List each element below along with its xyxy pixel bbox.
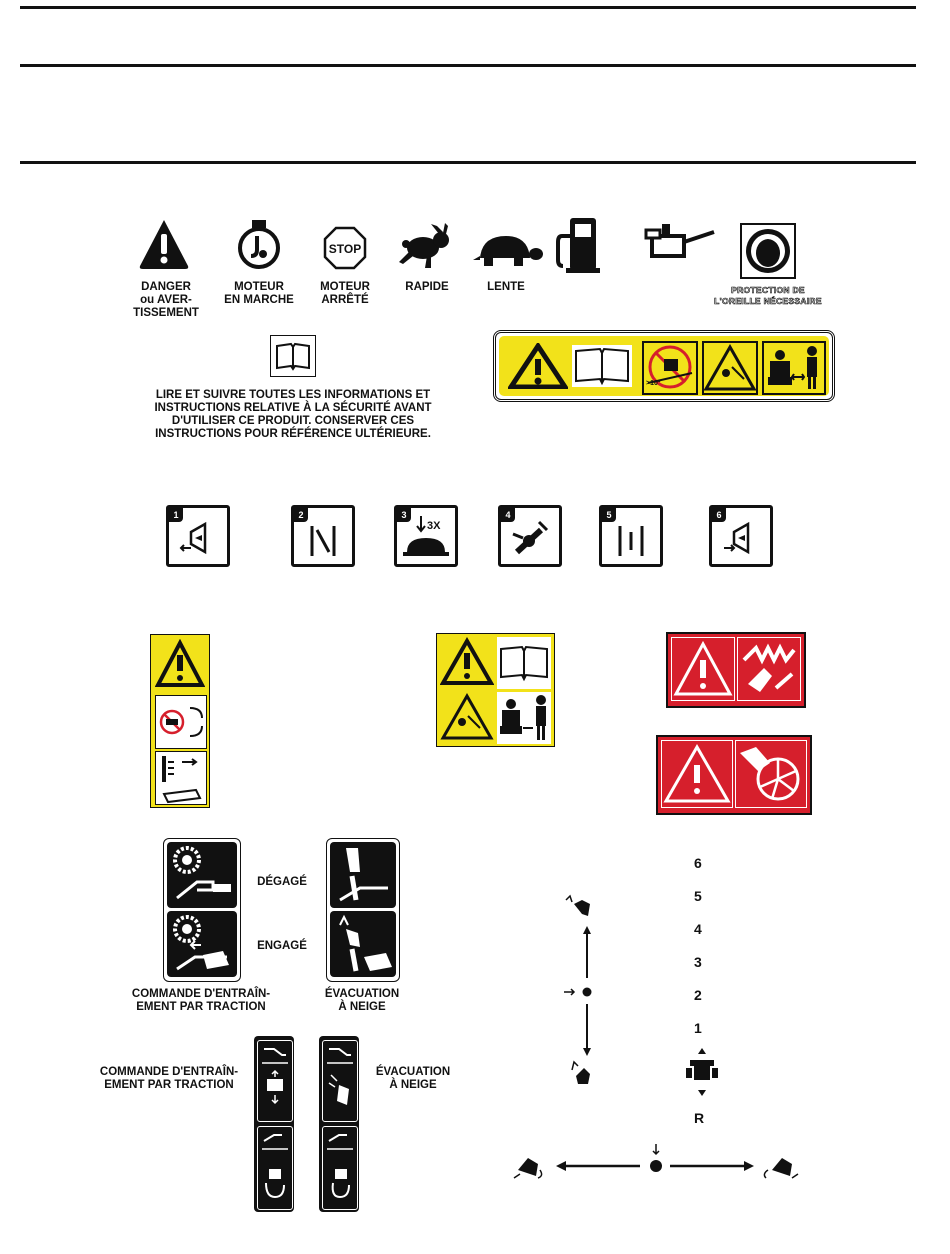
svg-text:STOP: STOP [329,242,361,256]
traction-label: COMMANDE D'ENTRAÎN- EMENT PAR TRACTION [131,988,271,1013]
step-number: 1 [169,508,183,522]
impeller-danger-decal [656,735,812,815]
speed-3: 3 [694,954,702,970]
rabbit-icon [397,222,455,270]
section-rule [20,161,916,164]
start-step-2: 2 [291,505,355,567]
auger-hand-icon [737,637,801,701]
warning-triangle-icon [440,637,494,689]
chute-down-icon [576,1068,590,1084]
fast-label: RAPIDE [405,281,449,293]
vertical-warning-decal [150,634,210,808]
speed-4: 4 [694,921,702,937]
discharge-strip-bottom [322,1126,358,1210]
center-dot [582,987,592,997]
start-step-5: 5 [599,505,663,567]
chute-rotation-diagram [510,1140,800,1184]
traction-strip-decal [254,1036,294,1212]
auger-danger-decal [666,632,806,708]
discharge-disengaged-panel [330,842,396,908]
read-manual-icon [497,637,551,689]
impeller-hand-icon [735,740,807,808]
fuel-pump-icon [554,216,602,274]
disengaged-label: DÉGAGÉ [257,876,307,888]
clearing-tool-icon [155,751,207,805]
manual-notice: LIRE ET SUIVRE TOUTES LES INFORMATIONS E… [154,389,432,440]
start-step-1: 1 [166,505,230,567]
start-step-6: 6 [709,505,773,567]
slope-label: >10° [646,380,661,387]
warning-triangle-icon [661,740,733,808]
speed-1: 1 [694,1020,702,1036]
machine-direction-icon [684,1046,720,1098]
middle-rule [20,64,916,67]
grid-warning-decal [436,633,555,747]
read-manual-icon [572,345,632,387]
warning-triangle-icon [671,637,735,701]
speed-6: 6 [694,855,702,871]
disengaged-panel [167,842,237,908]
start-step-4: 4 [498,505,562,567]
step-number: 5 [602,508,616,522]
engine-on-icon [235,218,283,270]
engaged-panel [167,911,237,977]
ear-protection-icon [740,223,796,279]
discharge-strip-top [322,1040,358,1122]
turtle-icon [472,232,544,270]
step-number: 3 [397,508,411,522]
press-count: 3X [427,520,441,532]
step-number: 6 [712,508,726,522]
keep-distance-icon [497,692,551,744]
no-hands-rotating-icon [155,695,207,749]
oil-can-icon [642,222,718,262]
discharge-label-vertical: ÉVACUATION À NEIGE [375,1066,451,1091]
traction-strip-top [257,1040,293,1122]
speed-2: 2 [694,987,702,1003]
engaged-label: ENGAGÉ [257,940,307,952]
thrown-objects-icon [702,341,758,395]
slow-label: LENTE [487,281,525,293]
chute-direction-diagram [560,890,620,1090]
warning-triangle-icon [155,639,205,691]
safety-decal-strip: >10° [493,330,835,402]
discharge-strip-decal [319,1036,359,1212]
ear-protection-label: PROTECTION DE L'OREILLE NÉCESSAIRE [714,285,822,307]
keep-distance-icon [762,341,826,395]
top-rule [20,6,916,9]
engine-off-label: MOTEUR ARRÊTÉ [320,281,370,306]
stop-sign-icon: STOP [323,226,367,270]
traction-strip-bottom [257,1126,293,1210]
speed-5: 5 [694,888,702,904]
traction-control-decal [163,838,241,982]
manual-book-icon [270,335,316,377]
speed-reverse: R [694,1110,705,1126]
thrown-objects-icon [440,692,494,744]
traction-label-vertical: COMMANDE D'ENTRAÎN- EMENT PAR TRACTION [99,1066,239,1091]
step-number: 4 [501,508,515,522]
warning-triangle-icon [508,343,568,389]
discharge-control-decal [326,838,400,982]
start-step-3: 3 3X [394,505,458,567]
chute-up-icon [574,900,590,916]
danger-label: DANGER ou AVER- TISSEMENT [133,281,199,319]
step-number: 2 [294,508,308,522]
no-slope-icon: >10° [642,341,698,395]
discharge-label: ÉVACUATION À NEIGE [324,988,400,1013]
discharge-engaged-panel [330,911,396,977]
engine-on-label: MOTEUR EN MARCHE [224,281,294,306]
danger-icon [138,218,190,270]
